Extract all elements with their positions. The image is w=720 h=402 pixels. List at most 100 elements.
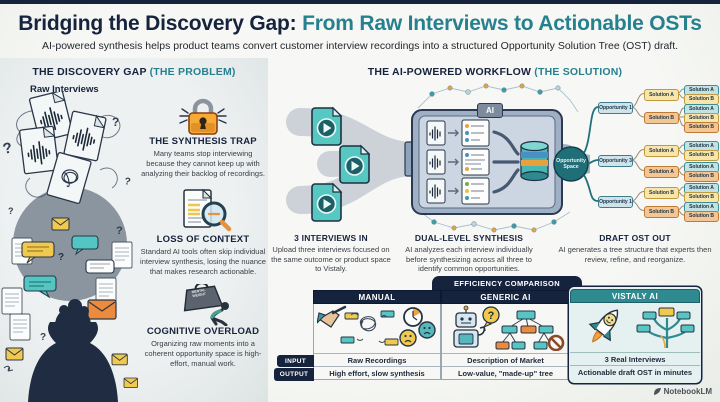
title-part-1: Bridging the Discovery Gap: xyxy=(18,12,303,35)
caption-title: DUAL-LEVEL SYNTHESIS xyxy=(414,233,524,243)
ost-opportunity-node: Opportunity 1 xyxy=(598,196,633,208)
caption-draft-ost-out: DRAFT OST OUT AI generates a tree struct… xyxy=(554,233,716,264)
ost-leaf-node: Solution B xyxy=(684,210,719,222)
ost-solution-node: Solution B xyxy=(644,205,679,218)
ost-leaf-node: Solution B xyxy=(684,149,719,161)
generic-ai-output-cell: Low-value, "made-up" tree xyxy=(457,369,554,378)
column-header-manual: MANUAL xyxy=(313,290,441,304)
padlock-icon xyxy=(179,98,227,135)
workflow-graphic xyxy=(286,83,685,233)
solution-title-accent: (THE SOLUTION) xyxy=(534,66,623,78)
rocket-ost-icon xyxy=(588,307,695,349)
envelope-icon xyxy=(111,353,128,366)
notebooklm-logo-icon xyxy=(653,388,661,395)
problem-item-title: COGNITIVE OVERLOAD xyxy=(146,326,260,337)
caption-interviews-in: 3 INTERVIEWS IN Upload three interviews … xyxy=(270,233,392,274)
interview-row xyxy=(426,119,490,147)
envelope-icon xyxy=(5,347,24,361)
ost-leaf-node: Solution B xyxy=(684,93,719,105)
question-mark: ? xyxy=(116,225,123,237)
column-body-manual: Raw Recordings High effort, slow synthes… xyxy=(313,304,441,380)
solution-title-main: THE AI-POWERED WORKFLOW xyxy=(367,66,532,78)
ost-leaf-node: Solution B xyxy=(684,121,719,133)
ost-leaf-node: Solution B xyxy=(684,191,719,203)
question-mark: ? xyxy=(112,115,119,129)
interview-row xyxy=(426,148,490,176)
question-mark: ? xyxy=(1,139,14,158)
manual-input-cell: Raw Recordings xyxy=(347,356,407,365)
problem-item-loss-of-context: LOSS OF CONTEXT Standard AI tools often … xyxy=(140,188,266,276)
row-label-input: INPUT xyxy=(277,355,314,367)
efficiency-comparison-tab: EFFICIENCY COMPARISON xyxy=(432,276,582,290)
ost-solution-node: Solution B xyxy=(644,186,679,199)
problem-item-body: Organizing raw moments into a coherent o… xyxy=(144,339,262,368)
mental-weight-icon xyxy=(183,284,229,326)
caption-title: DRAFT OST OUT xyxy=(599,233,671,243)
raw-interviews-label: Raw Interviews xyxy=(30,84,99,95)
generic-ai-input-cell: Description of Market xyxy=(467,356,544,365)
play-file-icon xyxy=(311,106,343,146)
question-mark: ? xyxy=(123,176,131,188)
title-part-2: From Raw Interviews to Actionable OSTs xyxy=(302,12,702,35)
vistaly-output-cell: Actionable draft OST in minutes xyxy=(577,368,693,377)
svg-text:?: ? xyxy=(487,310,494,322)
ai-label-tab: AI xyxy=(477,103,503,118)
envelope-icon xyxy=(87,299,117,320)
caption-title: 3 INTERVIEWS IN xyxy=(294,233,368,243)
manual-chaos-icon xyxy=(317,305,436,347)
question-mark: ? xyxy=(40,332,46,343)
ost-solution-node: Solution A xyxy=(644,88,679,101)
envelope-icon xyxy=(123,377,139,389)
page-title: Bridging the Discovery Gap: From Raw Int… xyxy=(0,12,720,36)
ost-tree-icon xyxy=(636,307,695,349)
speech-bubble-teal xyxy=(23,275,57,299)
problem-item-body: Standard AI tools often skip individual … xyxy=(140,247,266,276)
envelope-icon xyxy=(51,217,70,231)
problem-item-title: THE SYNTHESIS TRAP xyxy=(149,136,257,147)
ost-solution-node: Solution B xyxy=(644,112,679,124)
ai-synthesis-box xyxy=(404,109,590,215)
interview-row xyxy=(426,177,490,205)
chaos-illustration: ? ? ? ? ? ? ? xyxy=(1,92,139,402)
ost-opportunity-node: Opportunity 3 xyxy=(598,155,633,167)
ost-leaf-node: Solution B xyxy=(684,170,719,182)
column-body-generic-ai: ? Description of Market Low-value, "made… xyxy=(441,304,570,380)
page-subtitle: AI-powered synthesis helps product teams… xyxy=(41,40,679,52)
ost-solution-node: Solution A xyxy=(644,144,679,157)
waveform-doc-icon xyxy=(62,110,108,162)
question-mark: ? xyxy=(8,206,14,216)
caption-body: AI analyzes each interview individually … xyxy=(405,245,533,274)
arrow-squiggle xyxy=(3,365,14,372)
document-magnifier-icon xyxy=(183,188,232,232)
caption-body: Upload three interviews focused on the s… xyxy=(271,245,391,274)
problem-title-main: THE DISCOVERY GAP xyxy=(32,66,147,78)
question-mark: ? xyxy=(58,252,64,263)
note-doc-icon xyxy=(111,241,133,269)
column-header-generic-ai: GENERIC AI xyxy=(441,290,570,304)
ost-opportunity-node: Opportunity 1 xyxy=(598,102,633,114)
column-body-vistaly-ai: 3 Real Interviews Actionable draft OST i… xyxy=(570,303,700,381)
generic-ai-robot-icon: ? xyxy=(452,305,564,351)
play-file-icon xyxy=(339,144,371,184)
vistaly-input-cell: 3 Real Interviews xyxy=(604,355,666,364)
problem-title-accent: (THE PROBLEM) xyxy=(149,66,236,78)
note-doc-icon xyxy=(1,287,23,315)
solution-section-title: THE AI-POWERED WORKFLOW (THE SOLUTION) xyxy=(270,66,720,78)
speech-bubble-teal xyxy=(71,235,99,256)
row-label-output: OUTPUT xyxy=(274,368,314,381)
brain-network xyxy=(417,83,579,233)
caption-body: AI generates a tree structure that exper… xyxy=(558,245,712,264)
ost-solution-node: Solution A xyxy=(644,165,679,178)
opportunity-space-label: Opportunity Space xyxy=(556,157,586,170)
problem-item-title: LOSS OF CONTEXT xyxy=(156,234,250,245)
top-accent-bar xyxy=(0,0,720,4)
watermark-text: NotebookLM xyxy=(663,387,712,396)
database-icon xyxy=(520,140,549,182)
scribble-doc-icon xyxy=(46,151,92,205)
person-silhouette xyxy=(28,299,118,402)
manual-output-cell: High effort, slow synthesis xyxy=(329,369,425,378)
play-file-icon xyxy=(311,182,343,222)
problem-panel: THE DISCOVERY GAP (THE PROBLEM) Raw Inte… xyxy=(0,58,268,402)
column-header-vistaly-ai: VISTALY AI xyxy=(570,289,700,303)
